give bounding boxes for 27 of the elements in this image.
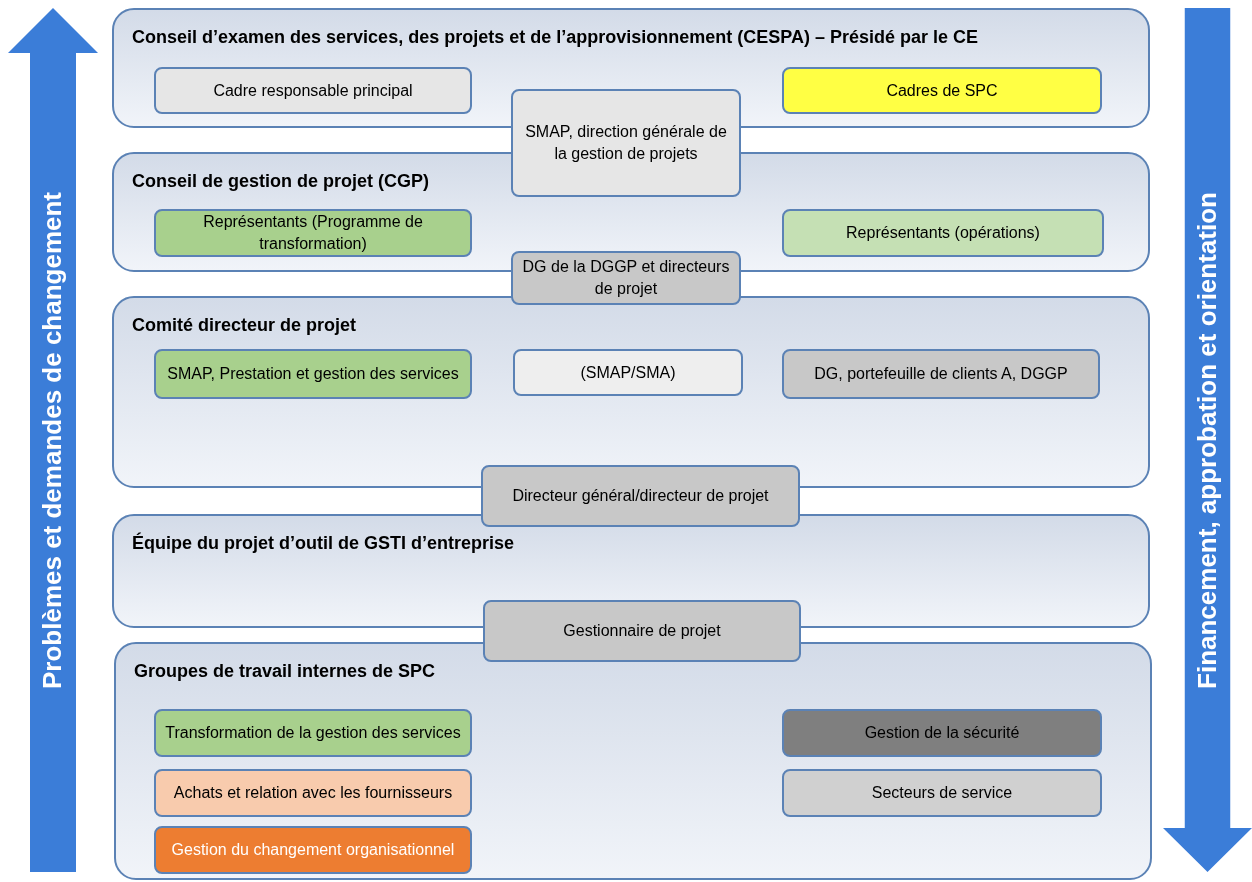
role-box: Achats et relation avec les fournisseurs — [154, 769, 472, 817]
role-box: Gestion du changement organisationnel — [154, 826, 472, 874]
panel-heading: Groupes de travail internes de SPC — [134, 660, 436, 683]
group-panel — [114, 642, 1152, 880]
panel-heading: Comité directeur de projet — [132, 314, 357, 337]
role-box: Gestionnaire de projet — [483, 600, 801, 662]
role-box: Gestion de la sécurité — [782, 709, 1102, 757]
role-box: Cadres de SPC — [782, 67, 1102, 114]
role-box: DG de la DGGP et directeurs de projet — [511, 251, 741, 305]
role-box: SMAP, direction générale de la gestion de projets — [511, 89, 741, 197]
arrow-label: Financement, approbation et orientation — [1191, 191, 1223, 689]
role-box: Secteurs de service — [782, 769, 1102, 817]
panel-heading: Conseil de gestion de projet (CGP) — [132, 170, 430, 193]
arrow-label: Problèmes et demandes de changement — [36, 191, 69, 689]
panel-heading: Équipe du projet d’outil de GSTI d’entreprise — [132, 531, 515, 555]
role-box: Transformation de la gestion des services — [154, 709, 472, 757]
role-box: SMAP, Prestation et gestion des services — [154, 349, 472, 399]
group-panel — [112, 296, 1150, 488]
up-arrow — [8, 8, 98, 872]
role-box: Représentants (opérations) — [782, 209, 1104, 257]
role-box: Cadre responsable principal — [154, 67, 472, 114]
panel-heading: Conseil d’examen des services, des projets et de l’approvisionnement (CESPA) – Présidé par le CE — [132, 26, 978, 49]
role-box: DG, portefeuille de clients A, DGGP — [782, 349, 1100, 399]
role-box: (SMAP/SMA) — [513, 349, 743, 396]
role-box: Représentants (Programme de transformation) — [154, 209, 472, 257]
role-box: Directeur général/directeur de projet — [481, 465, 800, 527]
down-arrow — [1163, 8, 1252, 872]
